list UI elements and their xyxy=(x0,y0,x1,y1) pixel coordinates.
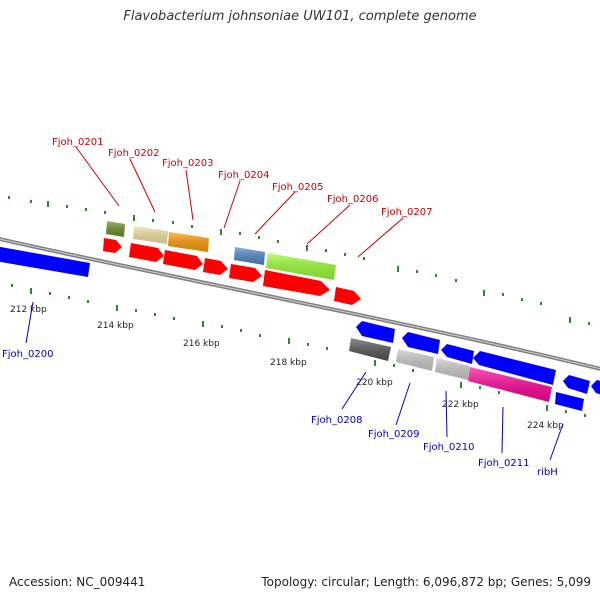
cds-arrow xyxy=(356,321,395,343)
gene-label-fjoh-0208: Fjoh_0208 xyxy=(311,415,362,426)
forward-cds-arrows xyxy=(103,238,361,305)
scale-label-218: 218 kbp xyxy=(270,358,307,368)
gene-label-fjoh-0204: Fjoh_0204 xyxy=(218,170,269,181)
cds-arrow xyxy=(555,392,584,411)
cds-arrow xyxy=(402,332,440,354)
lower-tick-track xyxy=(11,284,586,417)
gene-label-ribh: ribH xyxy=(537,467,558,478)
reverse-leader-lines xyxy=(25,301,564,461)
gene-label-fjoh-0210: Fjoh_0210 xyxy=(423,442,474,453)
forward-leader-lines xyxy=(75,146,404,258)
scale-label-220: 220 kbp xyxy=(356,378,393,388)
scale-label-222: 222 kbp xyxy=(442,400,479,410)
genome-summary-text: Topology: circular; Length: 6,096,872 bp… xyxy=(261,575,591,589)
cds-arrow xyxy=(263,270,330,296)
cds-arrow xyxy=(473,351,556,385)
scale-label-214: 214 kbp xyxy=(97,321,134,331)
gene-label-fjoh-0206: Fjoh_0206 xyxy=(327,194,378,205)
gene-label-fjoh-0201: Fjoh_0201 xyxy=(52,137,103,148)
cds-arrow xyxy=(163,250,203,270)
cds-arrow xyxy=(591,380,600,395)
gene-label-fjoh-0207: Fjoh_0207 xyxy=(381,207,432,218)
genome-backbone xyxy=(0,237,600,371)
forward-features xyxy=(106,221,336,280)
reverse-features xyxy=(0,246,600,411)
cds-arrow xyxy=(203,258,228,275)
cds-arrow xyxy=(229,264,262,282)
cds-arrow xyxy=(334,287,361,305)
scale-label-212: 212 kbp xyxy=(10,305,47,315)
gene-label-fjoh-0202: Fjoh_0202 xyxy=(108,148,159,159)
cds-arrow xyxy=(103,238,122,253)
upper-tick-track xyxy=(8,196,590,325)
gene-label-fjoh-0205: Fjoh_0205 xyxy=(272,182,323,193)
gene-label-fjoh-0203: Fjoh_0203 xyxy=(162,158,213,169)
map-title: Flavobacterium johnsoniae UW101, complet… xyxy=(123,9,477,24)
scale-label-216: 216 kbp xyxy=(183,339,220,349)
accession-text: Accession: NC_009441 xyxy=(9,575,146,589)
cds-arrow-0200 xyxy=(0,246,90,277)
gene-label-fjoh-0209: Fjoh_0209 xyxy=(368,429,419,440)
scale-label-224: 224 kbp xyxy=(527,421,564,431)
cds-arrow xyxy=(563,375,590,394)
gene-label-fjoh-0211: Fjoh_0211 xyxy=(478,458,529,469)
gene-label-fjoh-0200: Fjoh_0200 xyxy=(2,349,53,360)
cds-arrow xyxy=(441,344,474,364)
cds-arrow xyxy=(129,243,164,262)
